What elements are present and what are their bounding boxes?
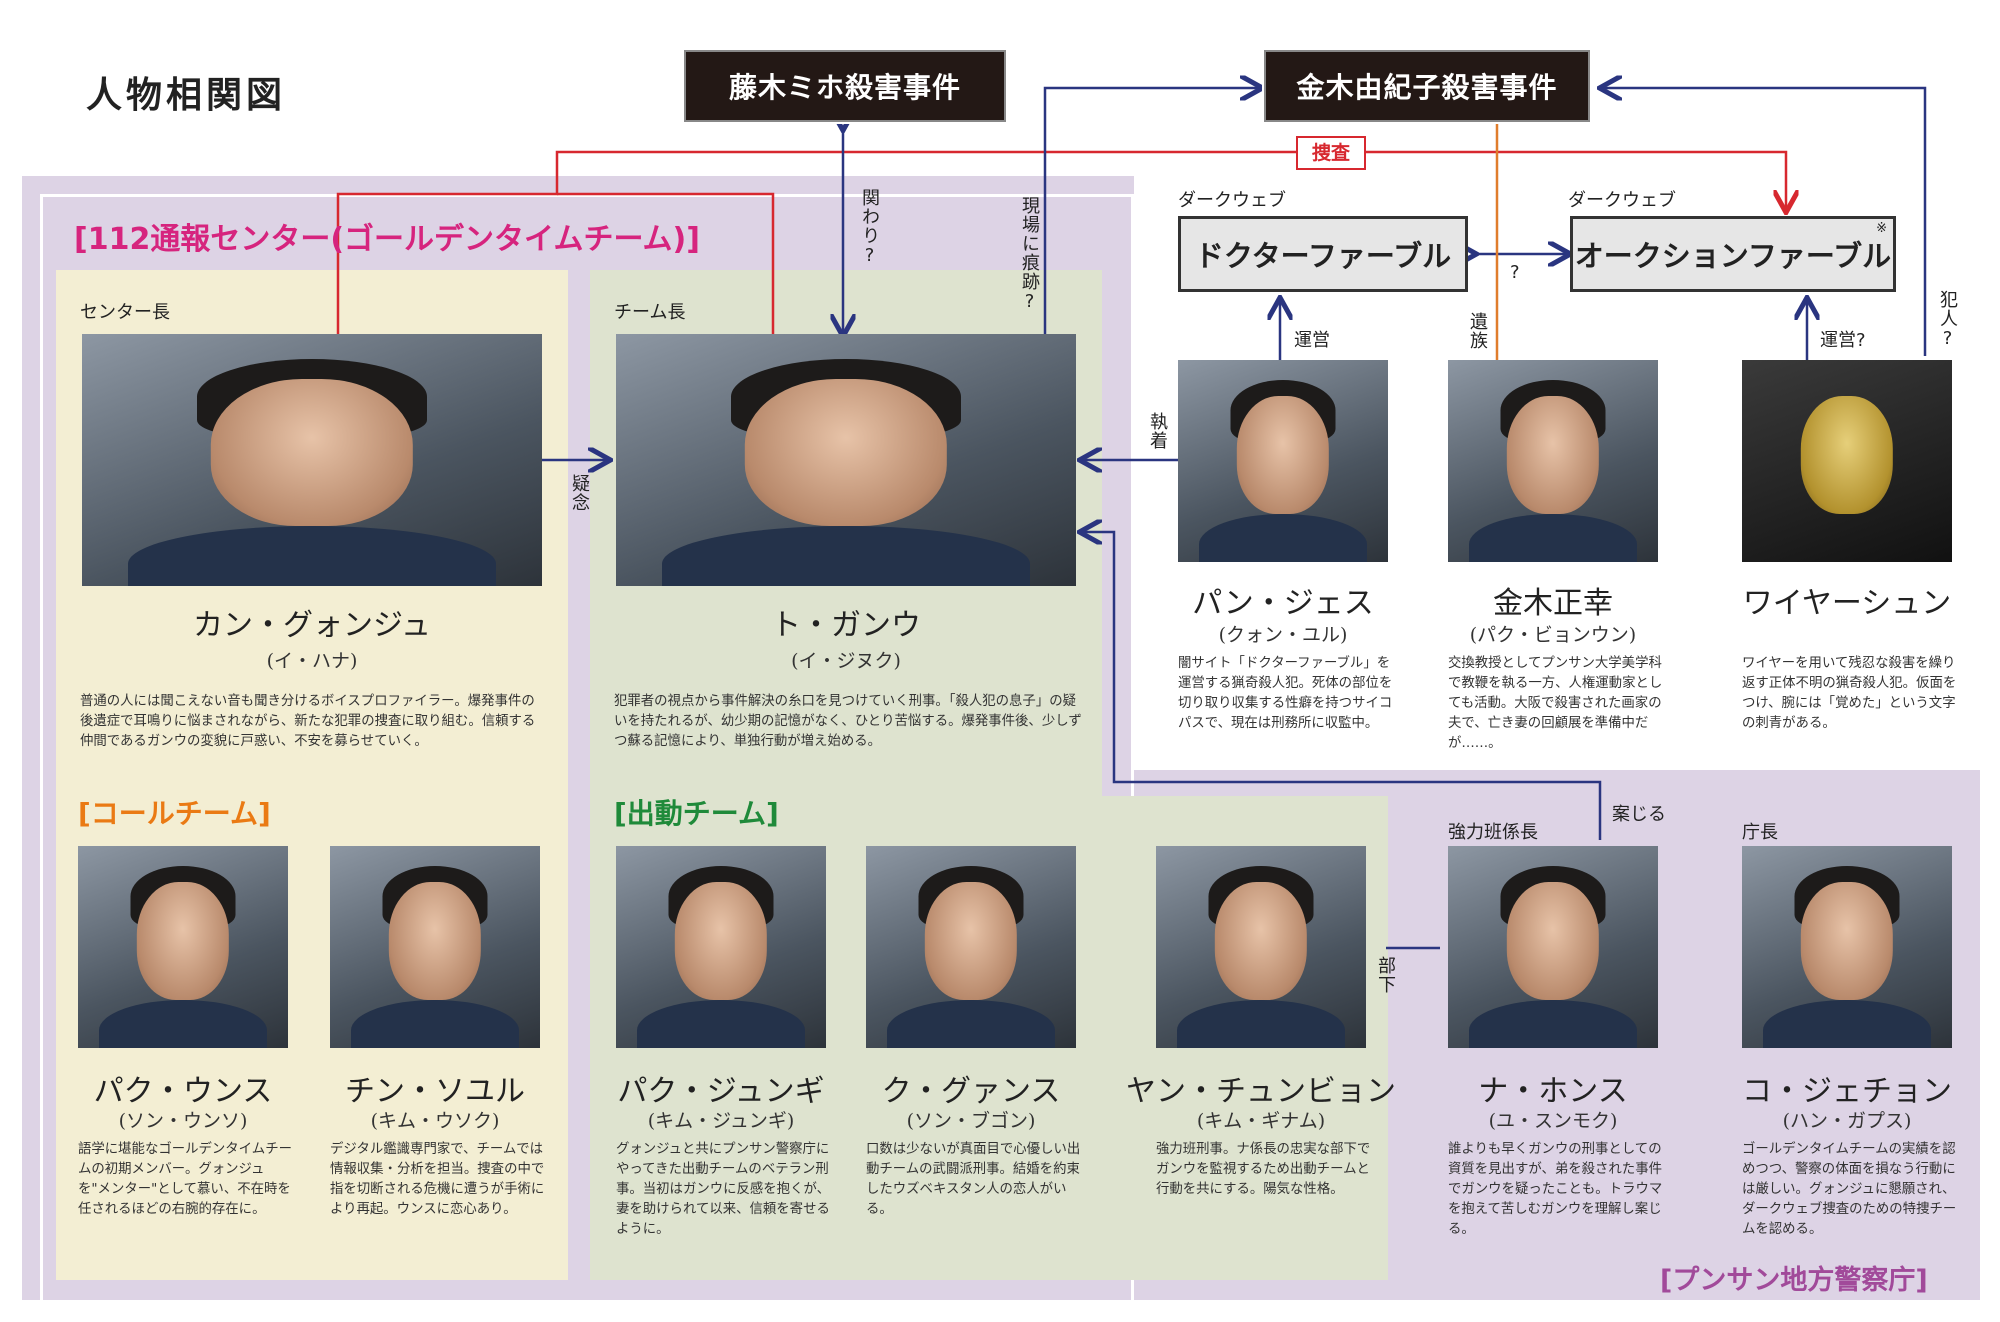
buka-label: 部下: [1375, 956, 1396, 994]
to-name: ト・ガンウ: [771, 608, 921, 643]
unknown-relation-label: ?: [1510, 262, 1520, 283]
auction-fabre-box: オークションファーブル ※: [1570, 216, 1896, 292]
pang-actor: (クォン・ユル): [1218, 624, 1348, 646]
ku-actor: (ソン・ブゴン): [906, 1110, 1036, 1132]
police-section-title: [プンサン地方警察庁]: [1660, 1265, 1928, 1296]
na-actor: (ユ・スンモク): [1488, 1110, 1618, 1132]
giwaku-label: 疑念: [569, 474, 590, 512]
unei-label-2: 運営?: [1820, 330, 1866, 351]
call-team-title: [コールチーム]: [78, 797, 271, 830]
kang-role: センター長: [80, 302, 170, 323]
na-desc: 誰よりも早くガンウの刑事としての資質を見出すが、弟を殺された事件でガンウを疑った…: [1448, 1142, 1663, 1237]
unei-label-1: 運営: [1294, 330, 1330, 351]
yang-actor: (キム・ギナム): [1196, 1110, 1326, 1132]
wire-name: ワイヤーシュン: [1742, 586, 1952, 621]
page-title: 人物相関図: [86, 74, 287, 116]
pang-name: パン・ジェス: [1192, 586, 1374, 621]
izoku-label: 遺族: [1467, 312, 1488, 350]
pjg-name: パク・ジュンギ: [617, 1074, 825, 1109]
ko-actor: (ハン・ガプス): [1782, 1110, 1912, 1132]
anjiru-label: 案じる: [1612, 804, 1666, 825]
line-anjiru: [1082, 532, 1602, 840]
ko-name: コ・ジェチョン: [1742, 1074, 1952, 1109]
kakawari-label: 関わり?: [859, 188, 880, 267]
case-fujiki-box: 藤木ミホ殺害事件: [682, 48, 1008, 124]
pwu-desc: 語学に堪能なゴールデンタイムチームの初期メンバー。グォンジュを"メンター"として…: [78, 1142, 292, 1217]
pjg-desc: グォンジュと共にプンサン警察庁にやってきた出動チームのベテラン刑事。当初はガンウ…: [616, 1142, 830, 1237]
yang-desc: 強力班刑事。ナ係長の忠実な部下でガンウを監視するため出動チームと行動を共にする。…: [1156, 1142, 1371, 1197]
to-actor: (イ・ジヌク): [791, 650, 901, 672]
kaneki-desc: 交換教授としてプンサン大学美学科で教鞭を執る一方、人権運動家としても活動。大阪で…: [1448, 656, 1663, 751]
jin-name: チン・ソユル: [345, 1074, 525, 1109]
ko-photo: [1742, 846, 1952, 1048]
red-line-kang: [336, 150, 1786, 334]
kang-actor: (イ・ハナ): [266, 650, 358, 672]
darkweb-label-2: ダークウェブ: [1568, 190, 1676, 211]
kang-desc: 普通の人には聞こえない音も聞き分けるボイスプロファイラー。爆発事件の後遺症で耳鳴…: [80, 694, 536, 749]
ko-desc: ゴールデンタイムチームの実績を認めつつ、警察の体面を損なう行動には厳しい。グォン…: [1742, 1142, 1957, 1237]
doctor-fabre-box: ドクターファーブル: [1178, 216, 1468, 292]
case-kaneki-box: 金木由紀子殺害事件: [1262, 48, 1592, 124]
kaneki-actor: (パク・ビョンウン): [1469, 624, 1637, 646]
to-photo: [616, 334, 1076, 586]
to-role: チーム長: [614, 302, 686, 323]
ku-name: ク・グァンス: [881, 1074, 1061, 1109]
shunen-label: 執着: [1147, 412, 1168, 450]
pjg-photo: [616, 846, 826, 1048]
jin-photo: [330, 846, 540, 1048]
na-photo: [1448, 846, 1658, 1048]
auction-mark: ※: [1876, 221, 1887, 236]
yang-photo: [1156, 846, 1366, 1048]
pang-desc: 闇サイト「ドクターファーブル」を運営する猟奇殺人犯。死体の部位を切り取り収集する…: [1178, 656, 1393, 731]
ko-role: 庁長: [1742, 822, 1778, 843]
dispatch-team-title: [出動チーム]: [614, 797, 779, 830]
line-hannin: [1602, 88, 1927, 356]
red-line-to: [557, 192, 775, 334]
kaneki-name: 金木正幸: [1493, 586, 1613, 621]
ku-photo: [866, 846, 1076, 1048]
na-name: ナ・ホンス: [1478, 1074, 1628, 1109]
genba-label: 現場に痕跡?: [1019, 196, 1040, 313]
to-desc: 犯罪者の視点から事件解決の糸口を見つけていく刑事。「殺人犯の息子」の疑いを持たれ…: [614, 694, 1082, 749]
pang-photo: [1178, 360, 1388, 562]
sousa-label: 捜査: [1296, 136, 1366, 170]
center-panel-border: [40, 194, 1134, 1300]
hannin-label: 犯人?: [1937, 290, 1958, 350]
wire-desc: ワイヤーを用いて残忍な殺害を繰り返す正体不明の猟奇殺人犯。仮面をつけ、腕には「覚…: [1742, 656, 1957, 731]
jin-actor: (キム・ウソク): [370, 1110, 500, 1132]
yang-name: ヤン・チュンビョン: [1126, 1074, 1396, 1109]
jin-desc: デジタル鑑識専門家で、チームでは情報収集・分析を担当。捜査の中で指を切断される危…: [330, 1142, 545, 1217]
na-role: 強力班係長: [1448, 822, 1538, 843]
wire-photo: [1742, 360, 1952, 562]
kang-photo: [82, 334, 542, 586]
auction-fabre-label: オークションファーブル: [1574, 239, 1892, 273]
darkweb-label-1: ダークウェブ: [1178, 190, 1286, 211]
kaneki-photo: [1448, 360, 1658, 562]
center-section-title: [112通報センター(ゴールデンタイムチーム)]: [74, 222, 700, 257]
pjg-actor: (キム・ジュンギ): [647, 1110, 795, 1132]
pwu-photo: [78, 846, 288, 1048]
pwu-actor: (ソン・ウンソ): [118, 1110, 248, 1132]
ku-desc: 口数は少ないが真面目で心優しい出動チームの武闘派刑事。結婚を約束したウズベキスタ…: [866, 1142, 1081, 1217]
pwu-name: パク・ウンス: [93, 1074, 273, 1109]
line-genba: [1043, 88, 1260, 334]
kang-name: カン・グォンジュ: [193, 608, 431, 643]
